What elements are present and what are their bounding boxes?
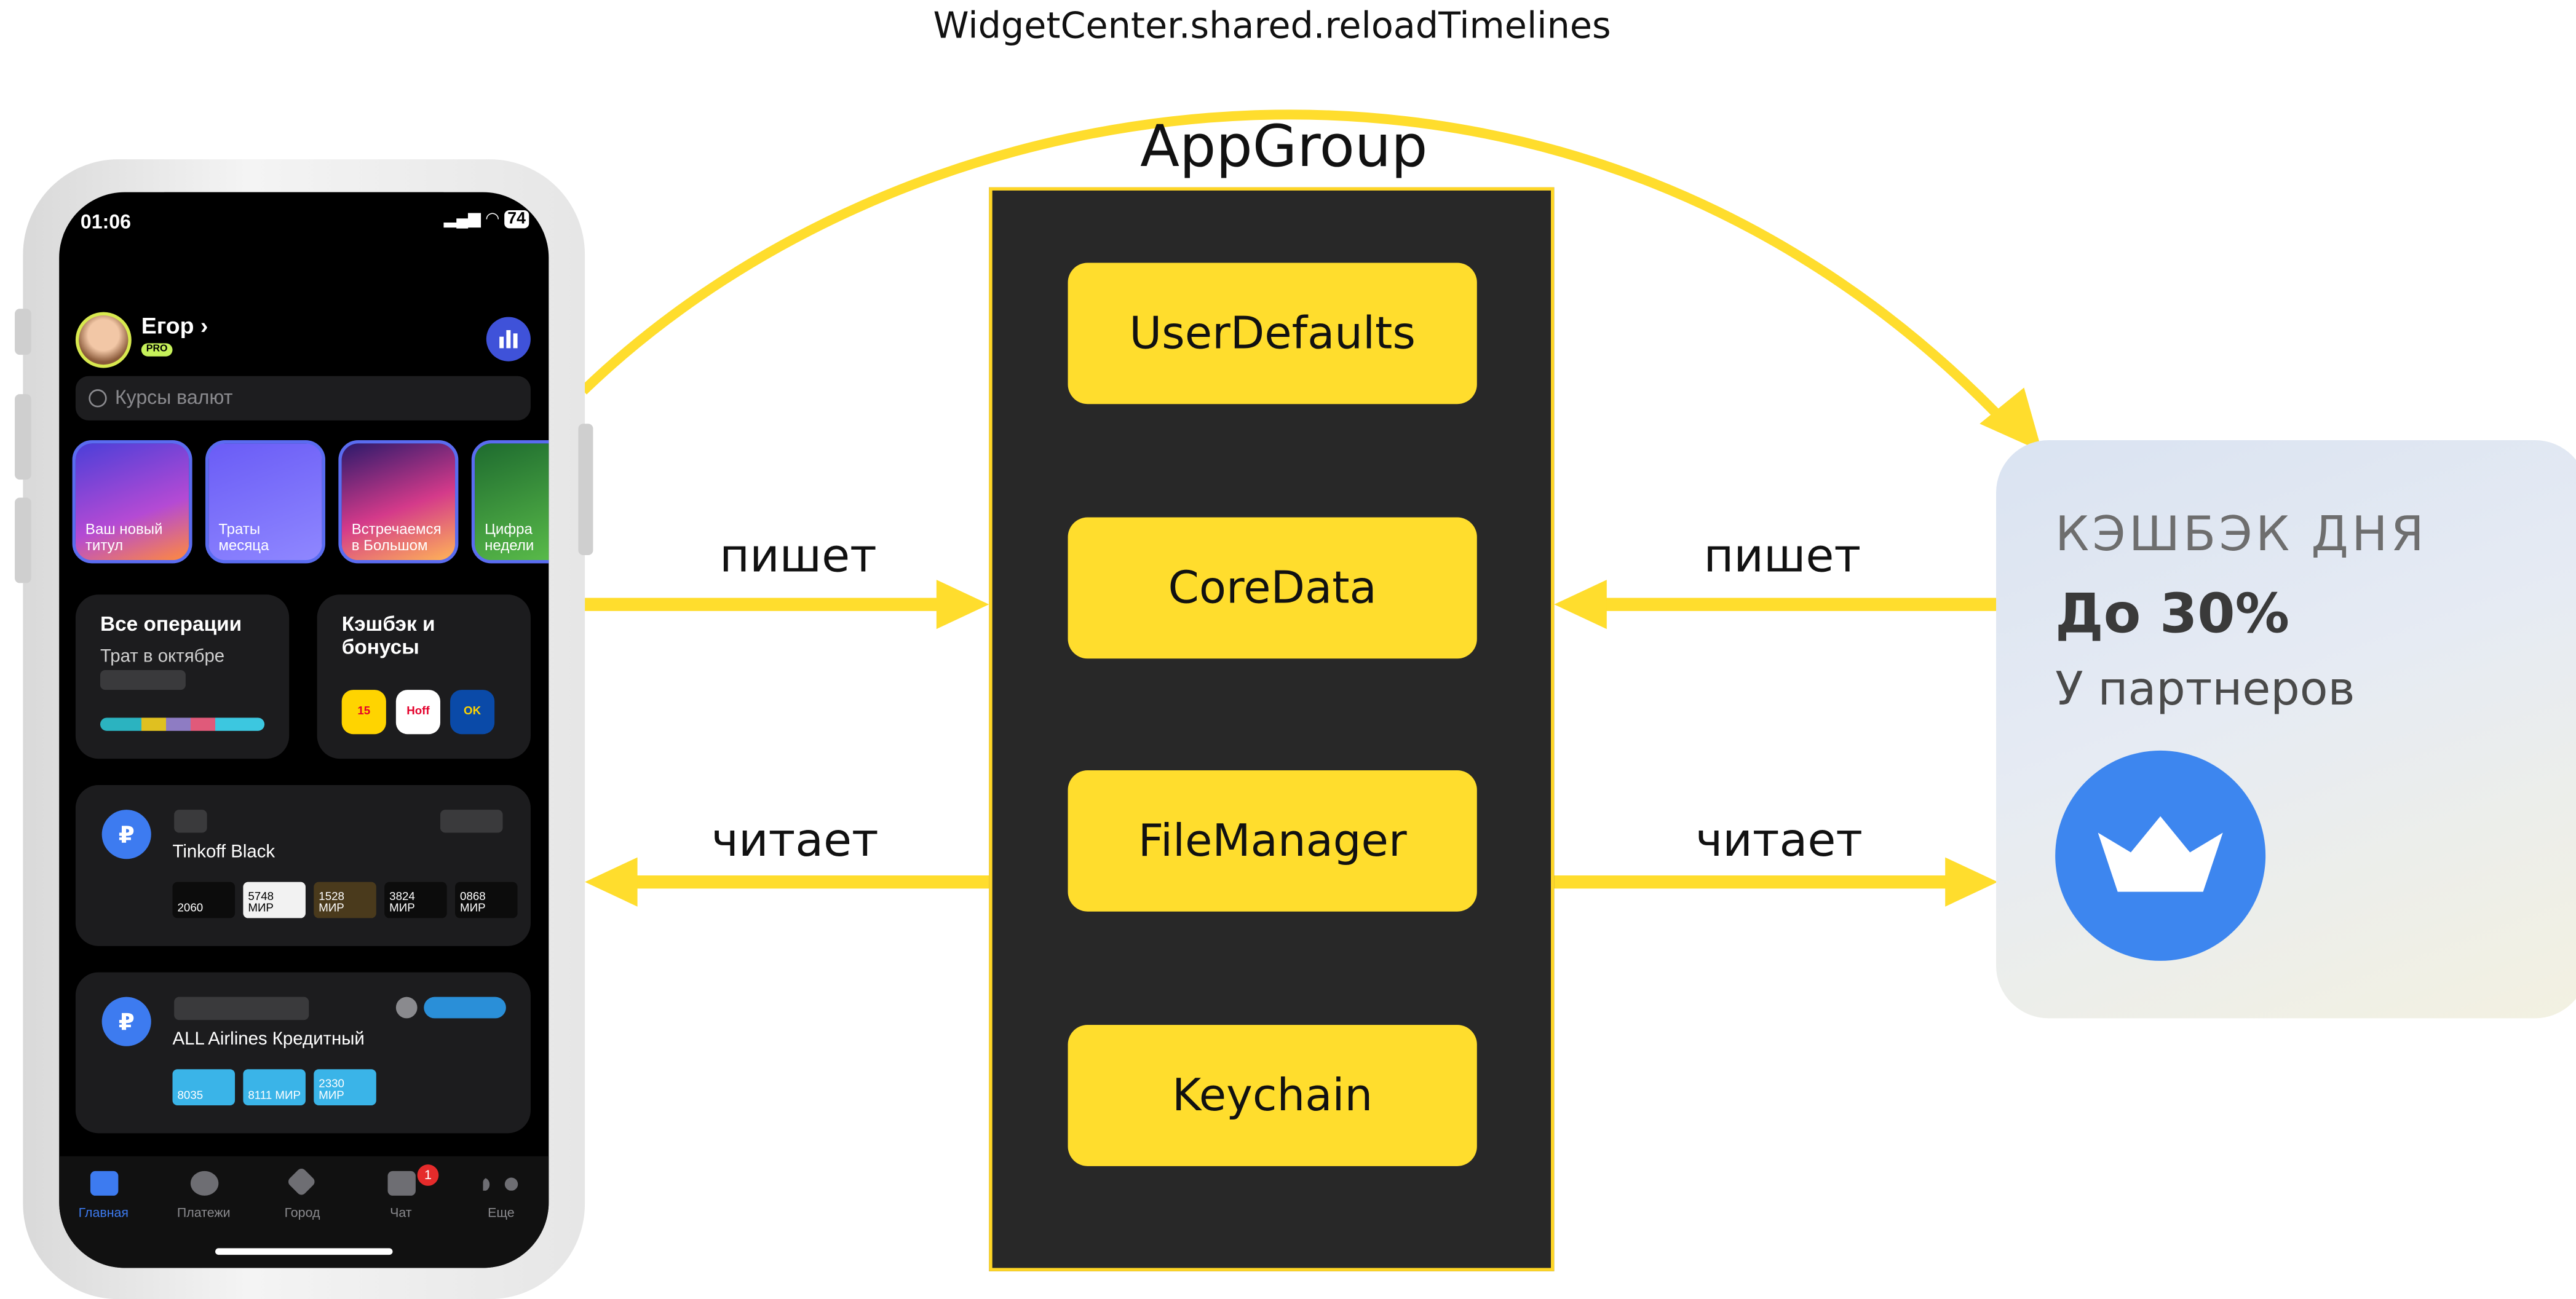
- hidden-amount: [100, 670, 186, 690]
- tab-city[interactable]: Город: [284, 1205, 320, 1220]
- card-8035[interactable]: 8035: [172, 1069, 236, 1105]
- tab-more[interactable]: Еще: [488, 1205, 515, 1220]
- home-icon: [90, 1171, 119, 1196]
- storage-coredata: CoreData: [1068, 517, 1477, 659]
- avatar[interactable]: [75, 312, 132, 368]
- tab-payments[interactable]: Платежи: [176, 1205, 231, 1220]
- storage-filemanager: FileManager: [1068, 770, 1477, 912]
- search-input[interactable]: Курсы валют: [75, 376, 531, 420]
- power-button: [578, 424, 593, 556]
- card-2330[interactable]: 2330 МИР: [314, 1069, 376, 1105]
- operations-title: Все операции: [100, 612, 242, 636]
- account-name: Tinkoff Black: [172, 842, 275, 863]
- phone-screen: 01:06 ▂▄▆ ◠ 74 Егор › PRO Курсы валют Ва…: [59, 192, 549, 1268]
- tab-home[interactable]: Главная: [78, 1205, 129, 1220]
- operations-subtitle: Трат в октябре: [100, 647, 225, 667]
- spending-bar: [100, 717, 265, 731]
- left-write-label: пишет: [719, 529, 877, 583]
- account-name-2: ALL Airlines Кредитный: [172, 1030, 365, 1050]
- story-bolshoi[interactable]: Встречаемся в Большом: [338, 440, 459, 564]
- status-icons: ▂▄▆ ◠ 74: [444, 210, 529, 229]
- hidden-balance-2: [174, 997, 309, 1021]
- user-icon: [395, 997, 418, 1019]
- left-write-arrow-head: [936, 580, 989, 630]
- payments-icon: [190, 1171, 219, 1196]
- story-spending[interactable]: Траты месяца: [205, 440, 325, 564]
- brand-15-logo: 15: [341, 690, 386, 735]
- widget-subline: У партнеров: [2055, 661, 2355, 716]
- brand-ok-logo: OK: [450, 690, 495, 735]
- right-write-arrow-head: [1554, 580, 1607, 630]
- search-icon: [89, 389, 107, 408]
- bar-chart-icon: [499, 330, 518, 349]
- card-0868[interactable]: 0868 МИР: [455, 882, 518, 918]
- reload-arc-arrow: [579, 109, 2016, 434]
- card-8111[interactable]: 8111 МИР: [243, 1069, 306, 1105]
- right-read-label: читает: [1695, 813, 1863, 867]
- mute-switch: [15, 309, 31, 355]
- widget-caption: КЭШБЭК ДНЯ: [2055, 505, 2428, 562]
- widget-headline: До 30%: [2055, 581, 2289, 646]
- card-5748[interactable]: 5748 МИР: [243, 882, 306, 918]
- group-title: AppGroup: [1140, 115, 1428, 181]
- story-digit[interactable]: Цифра недели: [471, 440, 549, 564]
- cashback-title: Кэшбэк и бонусы: [341, 612, 435, 659]
- cashback-widget[interactable]: КЭШБЭК ДНЯ До 30% У партнеров: [1995, 440, 2576, 1019]
- hidden-balance: [174, 810, 207, 833]
- right-write-label: пишет: [1703, 529, 1861, 583]
- more-icon: [483, 1177, 523, 1204]
- left-read-arrow-head: [585, 857, 638, 907]
- storage-keychain: Keychain: [1068, 1025, 1477, 1166]
- card-1528[interactable]: 1528 МИР: [314, 882, 376, 918]
- volume-up-button: [15, 394, 31, 480]
- notch: [164, 192, 444, 235]
- ruble-icon-2: ₽: [101, 997, 151, 1046]
- status-time: 01:06: [80, 210, 131, 234]
- ruble-icon: ₽: [101, 810, 151, 859]
- reload-label: WidgetCenter.shared.reloadTimelines: [933, 6, 1611, 48]
- tab-chat[interactable]: Чат: [390, 1205, 412, 1220]
- story-title[interactable]: Ваш новый титул: [72, 440, 192, 564]
- crown-logo: [2055, 750, 2266, 961]
- home-indicator: [215, 1248, 393, 1255]
- storage-userdefaults: UserDefaults: [1068, 263, 1477, 405]
- chat-icon: [387, 1171, 416, 1196]
- battery-level: 74: [504, 210, 529, 229]
- analytics-button[interactable]: [486, 317, 531, 361]
- chat-badge: 1: [417, 1164, 439, 1186]
- brand-hoff-logo: Hoff: [395, 690, 440, 735]
- volume-down-button: [15, 497, 31, 583]
- left-read-label: читает: [711, 813, 879, 867]
- reload-arrow-head: [1980, 387, 2042, 452]
- hidden-extra: [440, 810, 503, 833]
- right-read-arrow-head: [1945, 857, 1998, 907]
- crown-icon: [2098, 816, 2223, 892]
- card-2060[interactable]: 2060: [172, 882, 236, 918]
- profile-name[interactable]: Егор ›: [141, 312, 208, 339]
- pro-badge: PRO: [141, 343, 173, 357]
- credit-limit-pill: [424, 997, 506, 1019]
- card-3824[interactable]: 3824 МИР: [384, 882, 447, 918]
